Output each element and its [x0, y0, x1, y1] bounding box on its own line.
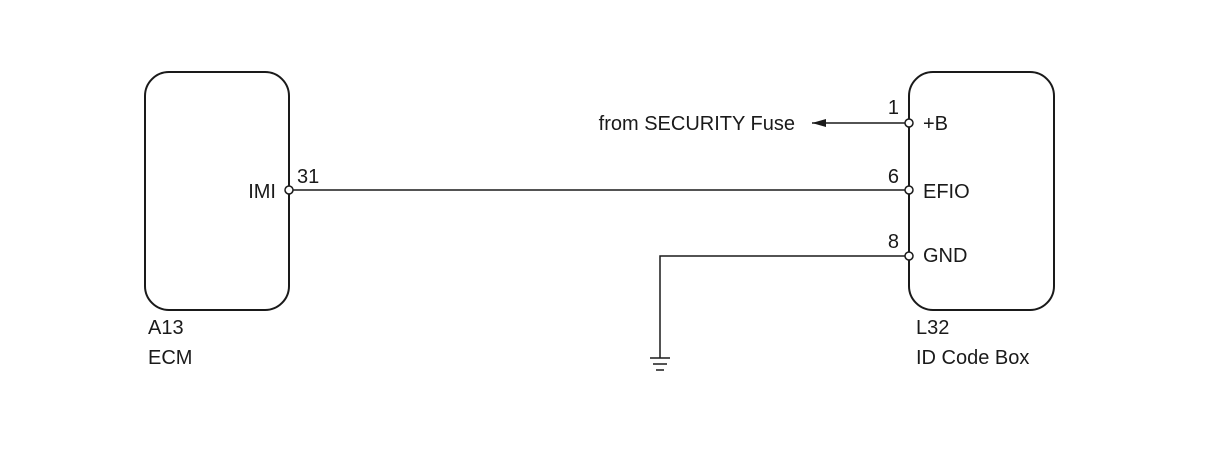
terminal-ecm-31	[284, 185, 294, 195]
pin-label-gnd: GND	[923, 245, 967, 267]
pin-number-8: 8	[888, 231, 899, 253]
pin-label-b: +B	[923, 113, 948, 135]
id-code-box-name: ID Code Box	[916, 347, 1029, 369]
id-code-box-connector-code: L32	[916, 317, 949, 339]
gnd-wire	[659, 255, 905, 358]
ecm-connector-code: A13	[148, 317, 184, 339]
ecm-name: ECM	[148, 347, 192, 369]
pin-label-efio: EFIO	[923, 181, 970, 203]
ecm-pin-label: IMI	[248, 181, 276, 203]
pin-number-6: 6	[888, 166, 899, 188]
terminal-box-8	[904, 251, 914, 261]
terminal-box-1	[904, 118, 914, 128]
terminal-box-6	[904, 185, 914, 195]
pin-number-1: 1	[888, 97, 899, 119]
ecm-pin-number: 31	[297, 166, 319, 188]
ground-icon	[650, 357, 670, 371]
fuse-source-label: from SECURITY Fuse	[599, 113, 795, 135]
fuse-arrow-icon	[812, 119, 826, 127]
